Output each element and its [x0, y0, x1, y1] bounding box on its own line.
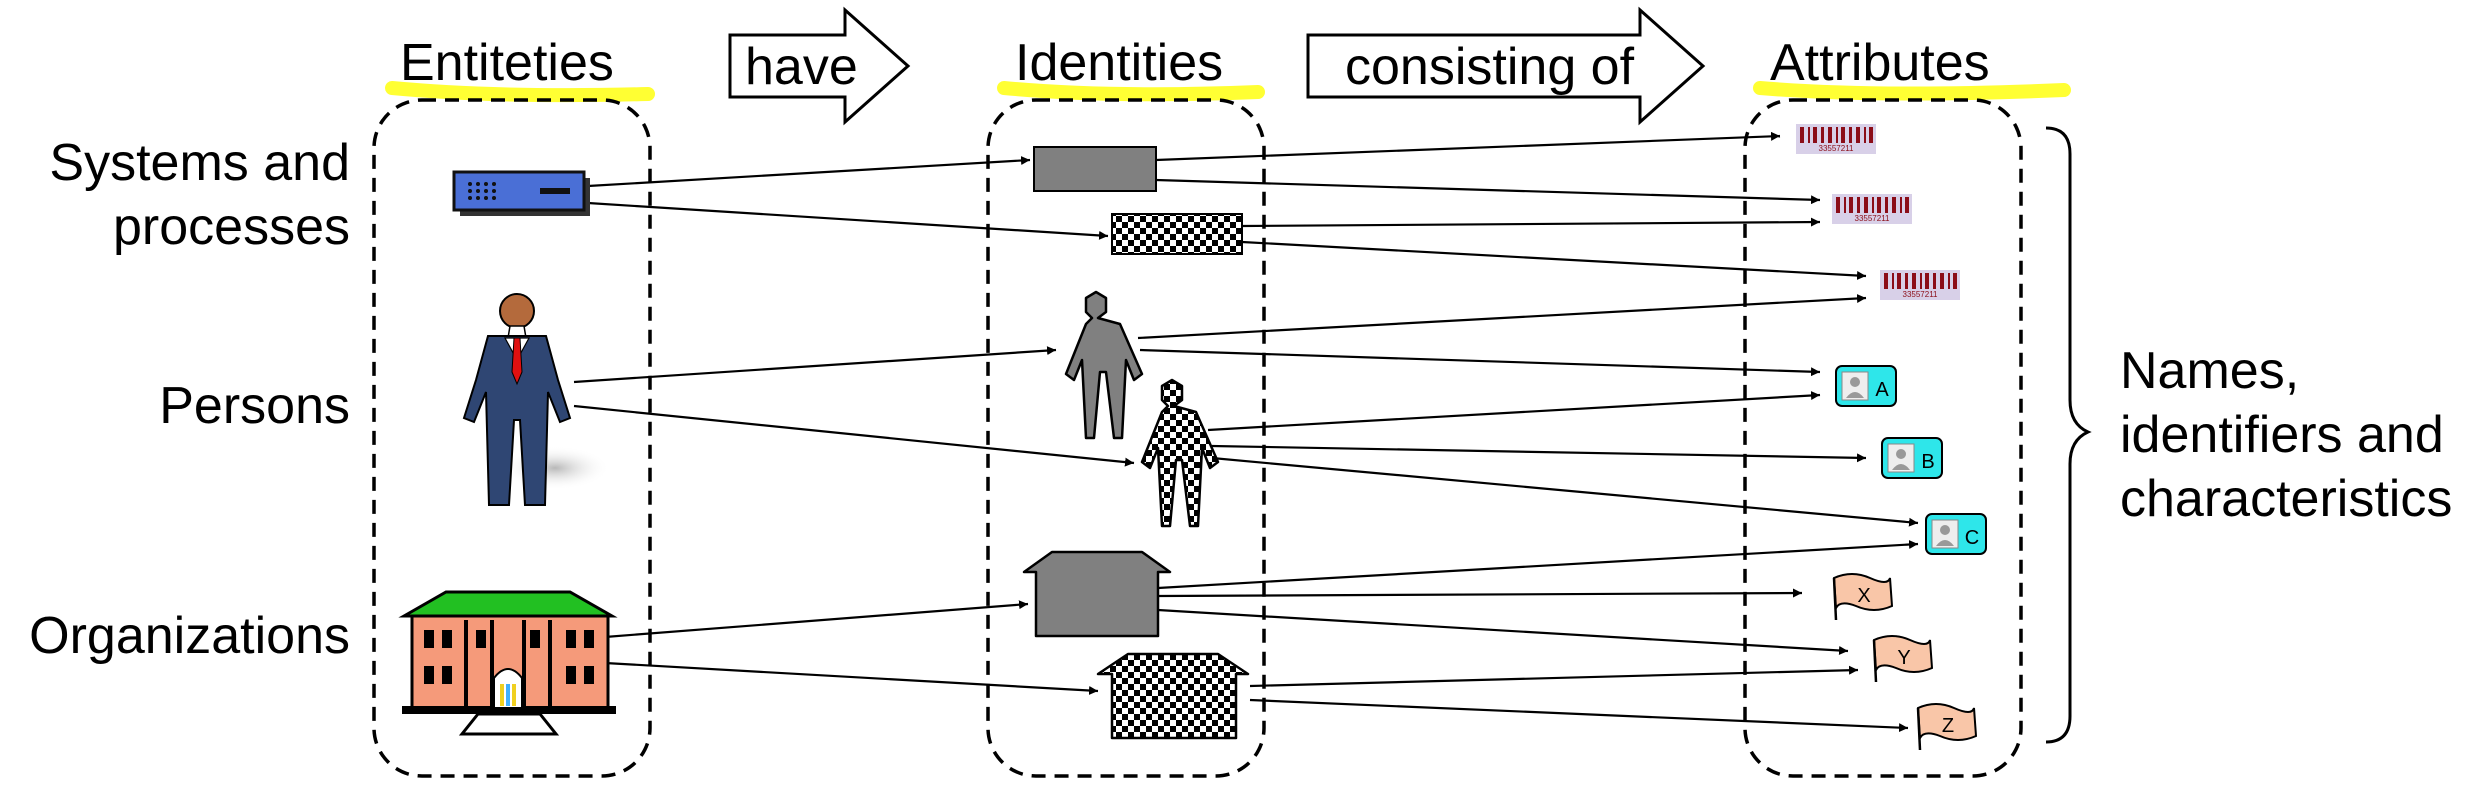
person-badge-b: B — [1881, 437, 1943, 479]
summary-line2: identifiers and — [2120, 406, 2444, 464]
barcode-digits: 33557211 — [1903, 290, 1939, 299]
row-label-systems-line1: Systems and — [49, 134, 350, 192]
person-identity-gray — [1064, 290, 1144, 440]
have-arrow: have — [728, 6, 911, 126]
identities-container — [986, 98, 1266, 778]
flag-letter: Y — [1897, 647, 1910, 669]
person-badge-c: C — [1925, 513, 1987, 555]
organization-identity-gray — [1022, 550, 1172, 638]
header-identities: Identities — [997, 34, 1265, 102]
highlight-underline — [997, 81, 1265, 102]
flag-z: Z — [1916, 703, 1978, 751]
header-attributes-text: Attributes — [1770, 34, 1990, 92]
flag-y: Y — [1872, 635, 1934, 683]
entities-container — [372, 98, 652, 778]
row-label-persons: Persons — [159, 377, 350, 435]
system-identity-gray — [1033, 146, 1157, 192]
barcode-attribute-3: 33557211 — [1880, 270, 1960, 300]
row-label-systems-line2: processes — [113, 198, 350, 256]
row-label-organizations: Organizations — [29, 607, 350, 665]
person-badge-letter: B — [1921, 451, 1934, 473]
summary-line3: characteristics — [2120, 470, 2452, 528]
connector-lines — [573, 131, 1919, 733]
header-entities-text: Entiteties — [400, 34, 614, 92]
summary-line1: Names, — [2120, 342, 2299, 400]
flag-letter: Z — [1942, 715, 1954, 737]
attributes-brace — [2045, 126, 2092, 744]
have-arrow-label: have — [745, 38, 858, 96]
barcode-digits: 33557211 — [1819, 144, 1855, 153]
person-badge-letter: C — [1965, 527, 1979, 549]
organization-identity-checkered — [1096, 652, 1250, 740]
system-identity-checkered — [1111, 213, 1243, 255]
building-icon — [398, 590, 618, 736]
barcode-digits: 33557211 — [1855, 214, 1891, 223]
businessman-icon — [462, 293, 610, 506]
person-identity-checkered — [1140, 378, 1220, 528]
barcode-attribute-2: 33557211 — [1832, 194, 1912, 224]
flag-x: X — [1832, 573, 1894, 621]
header-entities: Entiteties — [385, 34, 655, 103]
server-icon — [452, 170, 590, 216]
person-badge-a: A — [1835, 365, 1897, 407]
highlight-underline — [385, 81, 655, 103]
header-identities-text: Identities — [1015, 34, 1223, 92]
highlight-underline — [1753, 81, 2071, 101]
attributes-container — [1743, 98, 2023, 778]
consisting-of-arrow: consisting of — [1306, 6, 1706, 126]
header-attributes: Attributes — [1753, 34, 2071, 101]
barcode-attribute-1: 33557211 — [1796, 124, 1876, 154]
flag-letter: X — [1857, 585, 1870, 607]
person-badge-letter: A — [1875, 379, 1889, 401]
consisting-of-arrow-label: consisting of — [1345, 38, 1635, 96]
